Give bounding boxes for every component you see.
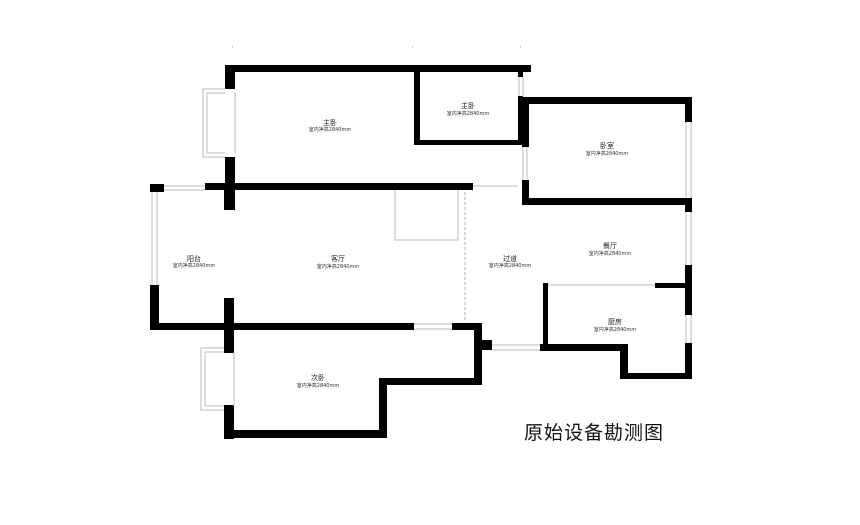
wall <box>379 378 482 385</box>
wall <box>518 96 523 145</box>
wall <box>685 343 692 379</box>
wall <box>685 198 692 212</box>
room-name-balcony: 阳台 <box>187 254 201 263</box>
partition <box>394 190 459 241</box>
room-name-dining-room: 餐厅 <box>603 241 617 250</box>
room-height-balcony: 室内净高2840mm <box>173 262 216 269</box>
room-height-bedroom: 室内净高2840mm <box>586 150 629 157</box>
wall <box>685 97 692 122</box>
wall <box>414 65 420 145</box>
wall <box>414 140 520 145</box>
walls <box>150 65 692 439</box>
wall <box>543 283 548 350</box>
wall <box>522 198 692 205</box>
wall <box>379 378 387 438</box>
windows <box>151 77 692 411</box>
wall <box>522 97 529 147</box>
wall <box>205 183 473 190</box>
room-height-corridor: 室内净高2840mm <box>489 262 532 269</box>
bay-window <box>206 92 225 154</box>
wall <box>452 323 482 330</box>
room-name-living-room: 客厅 <box>331 254 345 263</box>
bay-window <box>204 351 224 407</box>
bay-window <box>202 88 225 158</box>
wall <box>518 65 523 77</box>
room-height-living-room: 室内净高2840mm <box>317 263 360 270</box>
wall <box>224 405 234 439</box>
wall <box>620 373 692 379</box>
wall <box>685 265 692 315</box>
room-height-kitchen: 室内净高2840mm <box>594 326 637 333</box>
wall <box>482 340 492 350</box>
wall <box>150 285 159 330</box>
reference-marks <box>232 46 521 48</box>
wall <box>522 180 529 205</box>
bay-window <box>200 347 224 411</box>
room-name-second-bedroom: 次卧 <box>311 373 325 382</box>
wall <box>522 97 692 104</box>
wall <box>225 65 235 89</box>
room-name-corridor: 过道 <box>503 254 517 263</box>
wall <box>225 65 531 72</box>
room-height-master-bedroom-2: 室内净高2840mm <box>447 110 490 117</box>
wall <box>150 184 164 192</box>
room-name-kitchen: 厨房 <box>608 317 622 326</box>
wall <box>224 323 234 353</box>
wall <box>620 344 628 379</box>
room-name-master-bedroom: 主卧 <box>323 118 337 127</box>
wall <box>474 323 482 385</box>
room-height-dining-room: 室内净高2840mm <box>589 250 632 257</box>
wall <box>224 430 387 438</box>
room-labels: 主卧 室内净高2840mm 主卧 室内净高2840mm 卧室 室内净高2840m… <box>173 101 637 389</box>
wall <box>540 344 626 351</box>
wall <box>224 190 234 210</box>
room-height-master-bedroom: 室内净高2840mm <box>309 126 352 133</box>
room-name-bedroom: 卧室 <box>600 141 614 150</box>
plan-title: 原始设备勘测图 <box>524 422 665 444</box>
room-name-master-bedroom-2: 主卧 <box>461 101 475 110</box>
room-height-second-bedroom: 室内净高2840mm <box>297 382 340 389</box>
wall <box>224 298 234 328</box>
wall <box>150 323 414 330</box>
wall <box>655 283 692 288</box>
